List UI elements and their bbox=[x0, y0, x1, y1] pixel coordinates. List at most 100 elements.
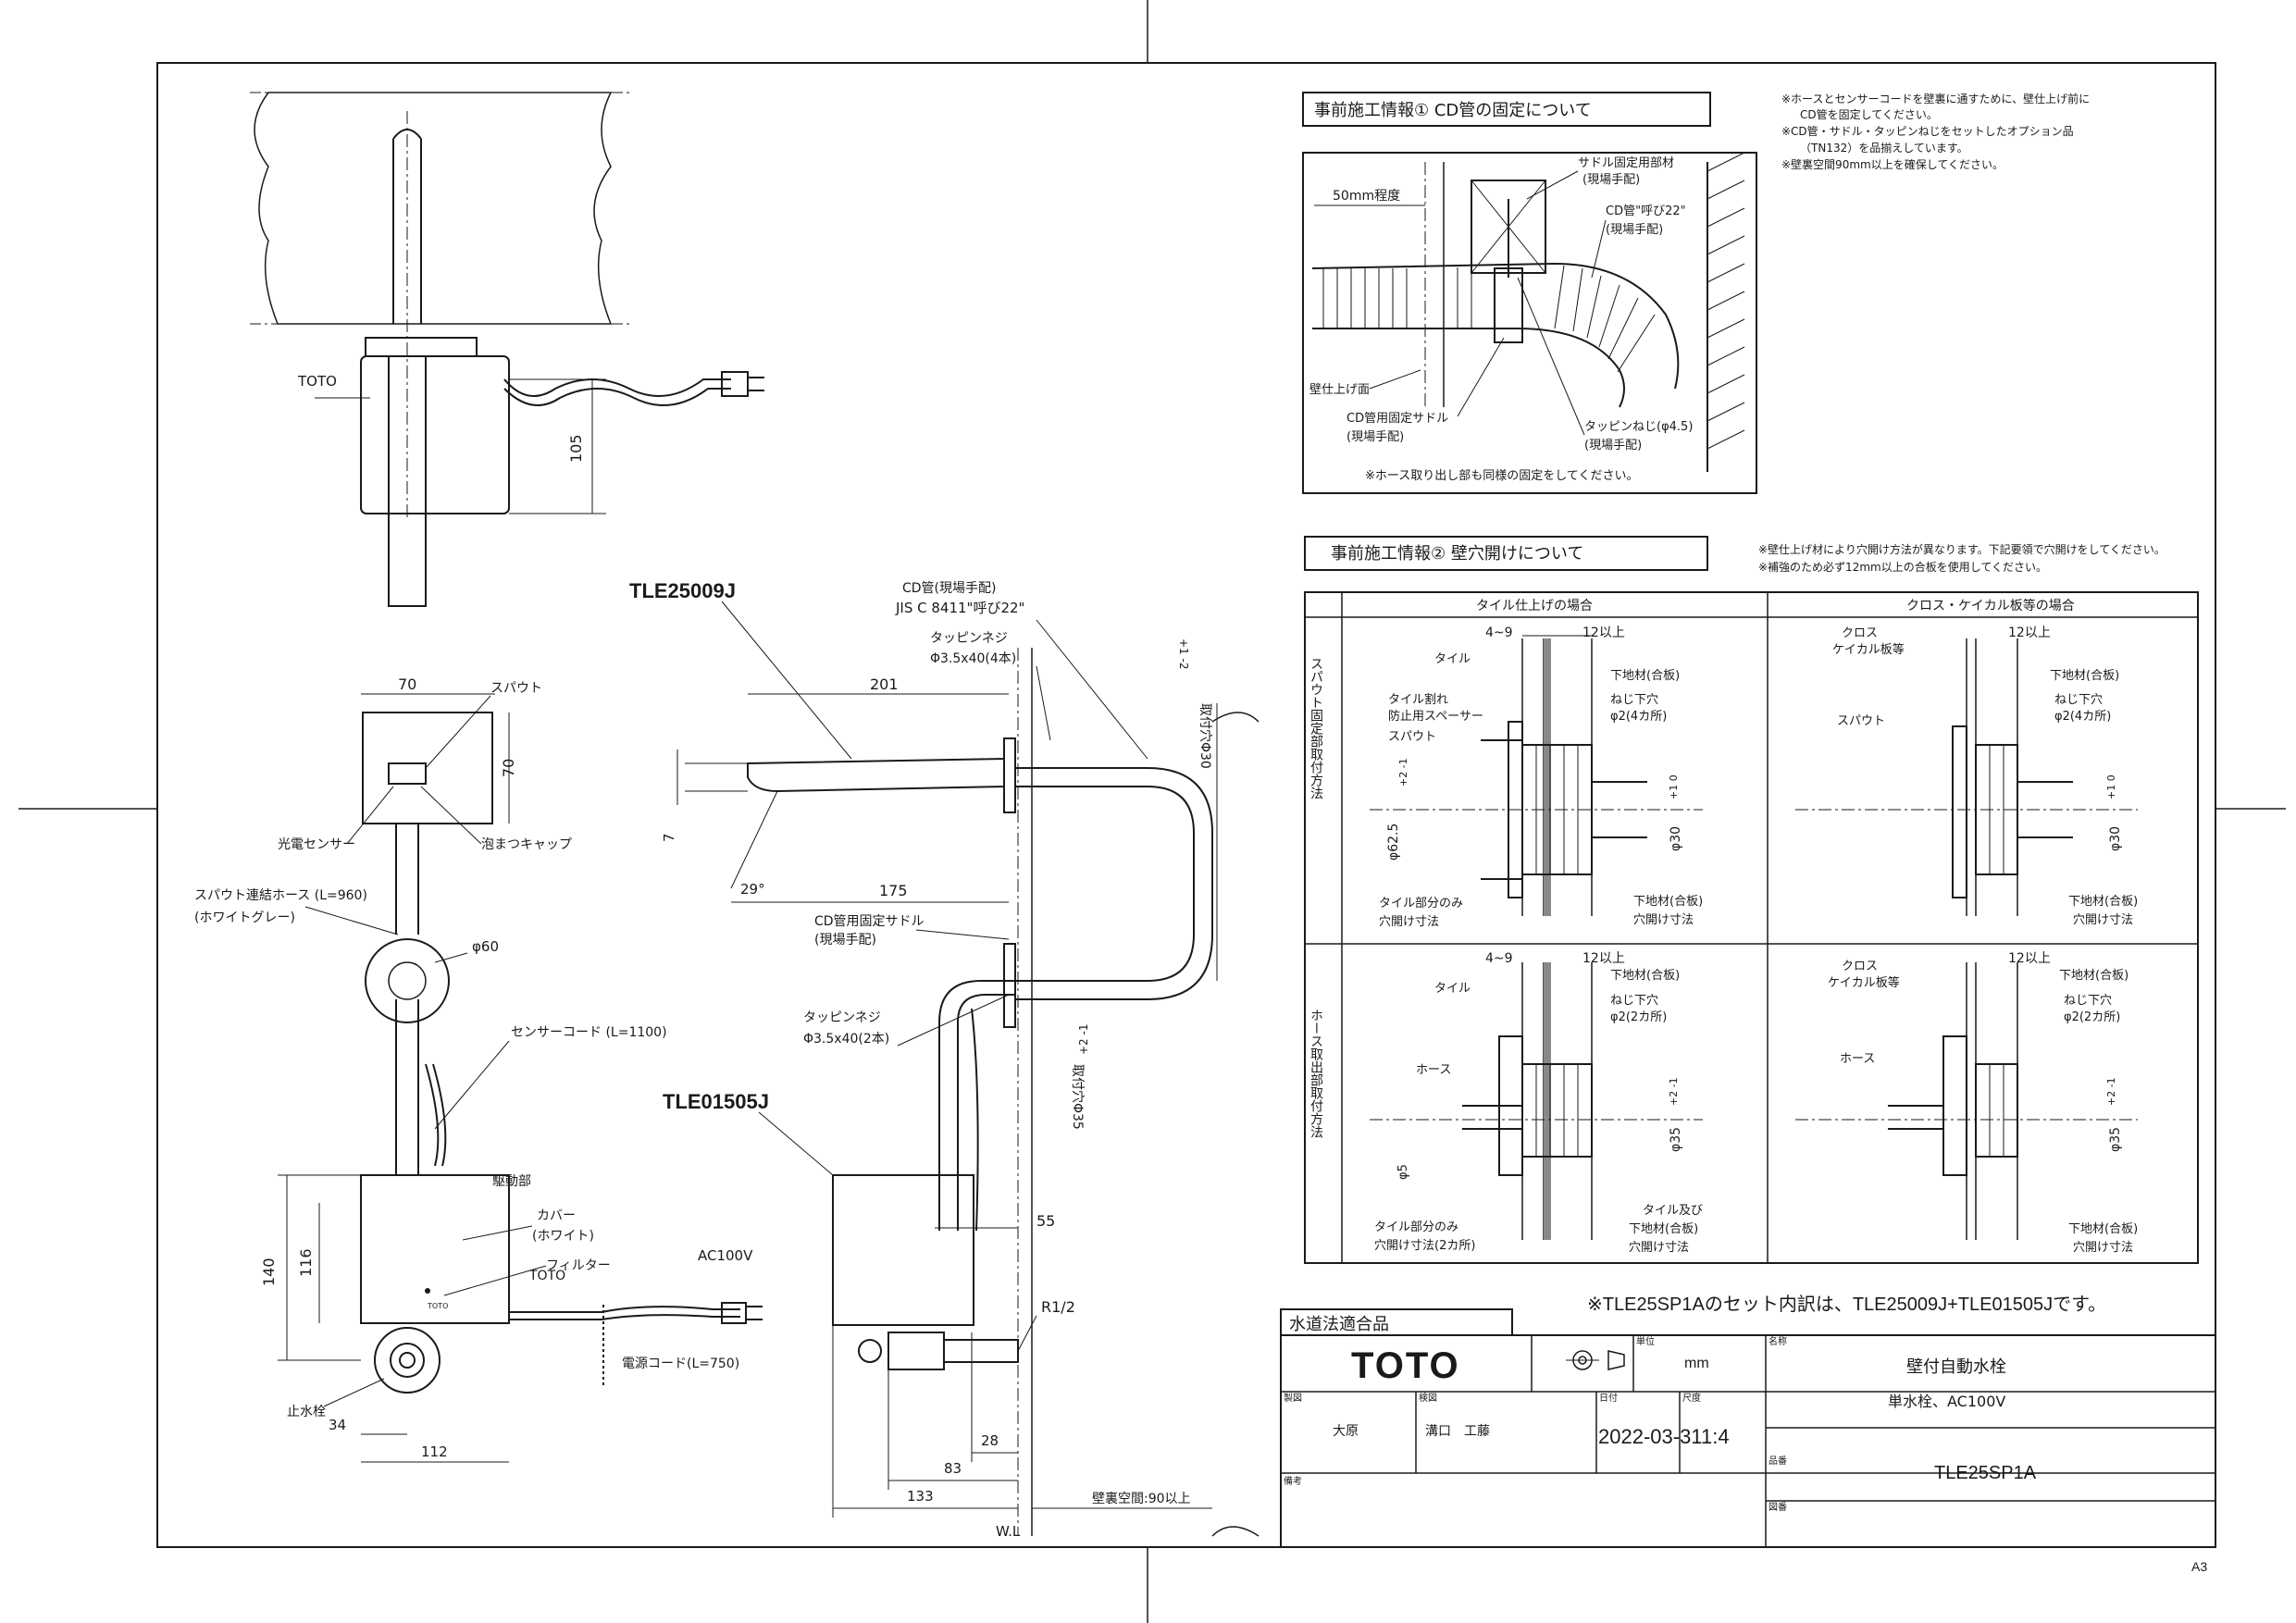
cell-cloth-spout: 12以上 クロス ケイカル板等 スパウト 下地材(合板) ねじ下穴 φ2(4カ所… bbox=[1795, 626, 2138, 927]
th-d2: 12以上 bbox=[1582, 951, 1625, 966]
cs-spout: スパウト bbox=[1837, 714, 1885, 728]
front-ac-label: AC100V bbox=[698, 1247, 753, 1264]
model-value: TLE25SP1A bbox=[1934, 1463, 2037, 1483]
info1-note-0: ※ホースとセンサーコードを壁裏に通すために、壁仕上げ前に bbox=[1781, 92, 2090, 105]
scale-value: 1:4 bbox=[1701, 1425, 1730, 1448]
side-d201: 201 bbox=[870, 675, 899, 693]
side-angle: 29° bbox=[740, 881, 765, 898]
th-hole2: 穴開け寸法(2カ所) bbox=[1374, 1239, 1475, 1253]
side-d7: 7 bbox=[661, 833, 677, 842]
date-label: 日付 bbox=[1599, 1392, 1618, 1404]
th-phi: φ35 bbox=[1669, 1127, 1683, 1152]
model-tle01505j: TLE01505J bbox=[663, 1090, 769, 1113]
approval-badge: 水道法適合品 bbox=[1289, 1315, 1389, 1334]
side-wl: W.L bbox=[996, 1523, 1021, 1540]
unit-label: 単位 bbox=[1636, 1335, 1655, 1347]
info1-note-3: （TN132）を品揃えしています。 bbox=[1800, 141, 1968, 155]
title-block: 水道法適合品 TOTO 単位 mm 名称 壁付自動水栓 単水栓、AC100V 製… bbox=[1280, 1308, 2216, 1548]
front-h140: 140 bbox=[260, 1258, 278, 1286]
ch-screw2: φ2(2カ所) bbox=[2064, 1010, 2120, 1024]
ts-spout: スパウト bbox=[1388, 730, 1436, 744]
drawn-label: 製図 bbox=[1284, 1392, 1302, 1404]
ts-tile: タイル bbox=[1434, 652, 1471, 666]
scale-label: 尺度 bbox=[1682, 1392, 1701, 1404]
info2-col-cloth: クロス・ケイカル板等の場合 bbox=[1906, 598, 2075, 613]
ch-cloth: クロス bbox=[1842, 960, 1878, 973]
top-view: TOTO 105 bbox=[250, 92, 764, 607]
cell-tile-hose: 4~9 12以上 タイル ホース 下地材(合板) ねじ下穴 φ2(2カ所) φ5… bbox=[1370, 951, 1703, 1255]
cs-cloth2: ケイカル板等 bbox=[1832, 642, 1905, 657]
front-h70: 70 bbox=[500, 759, 517, 777]
info1-saddle-parts: サドル固定用部材 bbox=[1578, 156, 1674, 170]
side-cd-saddle: CD管用固定サドル bbox=[814, 914, 925, 929]
info2-note-1: ※補強のため必ず12mm以上の合板を使用してください。 bbox=[1758, 560, 2047, 574]
drawn-value: 大原 bbox=[1333, 1424, 1359, 1439]
info1-note-4: ※壁裏空間90mm以上を確保してください。 bbox=[1781, 157, 2004, 171]
info2-note-0: ※壁仕上げ材により穴開け方法が異なります。下記要領で穴開けをしてください。 bbox=[1758, 542, 2166, 556]
front-drive-label: 駆動部 bbox=[492, 1174, 531, 1189]
ch-phi: φ35 bbox=[2108, 1127, 2123, 1152]
info2-col-tile: タイル仕上げの場合 bbox=[1476, 599, 1593, 613]
ch-hose: ホース bbox=[1840, 1052, 1875, 1066]
info1-saddle-parts-sub: (現場手配) bbox=[1582, 173, 1640, 187]
front-stop-valve-label: 止水栓 bbox=[287, 1405, 326, 1419]
th-dim: φ5 bbox=[1396, 1164, 1410, 1180]
side-cd-pipe: CD管(現場手配) bbox=[902, 581, 996, 596]
ts-dim-tol: +2 -1 bbox=[1397, 758, 1409, 787]
info1-cd-saddle: CD管用固定サドル bbox=[1347, 412, 1448, 426]
ts-sub2: 下地材(合板) bbox=[1633, 895, 1703, 909]
ch-d2: 12以上 bbox=[2008, 951, 2051, 966]
ts-sub2b: 穴開け寸法 bbox=[1633, 913, 1694, 927]
side-tap-a: タッピンネジ bbox=[930, 631, 1008, 646]
info1-cd-pipe-sub: (現場手配) bbox=[1606, 223, 1663, 237]
drawing-border bbox=[156, 62, 2216, 1548]
th-sub: 下地材(合板) bbox=[1610, 969, 1680, 983]
projection-symbol bbox=[1566, 1350, 1625, 1370]
remarks-label: 備考 bbox=[1284, 1475, 1302, 1487]
side-tap-b-size: Φ3.5x40(2本) bbox=[803, 1032, 889, 1047]
ts-d1: 4~9 bbox=[1485, 626, 1513, 640]
info1-panel: 事前施工情報① CD管の固定について ※ホースとセンサーコードを壁裏に通すために… bbox=[1302, 92, 2090, 494]
info1-wall-finish: 壁仕上げ面 bbox=[1309, 383, 1370, 397]
cs-screw2: φ2(4カ所) bbox=[2054, 710, 2111, 724]
product-spec: 単水栓、AC100V bbox=[1888, 1393, 2005, 1410]
th-hose: ホース bbox=[1416, 1063, 1451, 1077]
front-w70: 70 bbox=[398, 675, 416, 693]
cs-d2: 12以上 bbox=[2008, 626, 2051, 640]
ch-sub2b: 穴開け寸法 bbox=[2073, 1241, 2133, 1255]
ch-tol: +2 -1 bbox=[2105, 1077, 2117, 1106]
th-screw: ねじ下穴 bbox=[1610, 994, 1658, 1008]
side-d83: 83 bbox=[944, 1460, 962, 1477]
side-d133: 133 bbox=[907, 1488, 934, 1505]
side-r12: R1/2 bbox=[1041, 1298, 1075, 1316]
th-sub2: タイル及び bbox=[1643, 1204, 1703, 1218]
ch-sub2: 下地材(合板) bbox=[2068, 1222, 2138, 1236]
info1-note-1: CD管を固定してください。 bbox=[1800, 107, 1938, 121]
ts-hole: タイル部分のみ bbox=[1379, 897, 1463, 911]
front-hose-color: (ホワイトグレー) bbox=[194, 911, 295, 925]
ts-spacer: タイル割れ bbox=[1388, 692, 1448, 707]
date-value: 2022-03-31 bbox=[1598, 1425, 1703, 1448]
side-hole-b-tol: +2 -1 bbox=[1077, 1024, 1090, 1055]
info1-dist: 50mm程度 bbox=[1333, 189, 1400, 204]
side-hole-a-tol: +1 -2 bbox=[1177, 638, 1190, 669]
side-cd-pipe-std: JIS C 8411"呼び22" bbox=[895, 600, 1024, 616]
front-foam-cap-label: 泡まつキャップ bbox=[481, 837, 572, 852]
ts-d2: 12以上 bbox=[1582, 626, 1625, 640]
brand-logo: TOTO bbox=[1351, 1345, 1460, 1386]
th-tile: タイル bbox=[1434, 982, 1471, 996]
side-tap-a-size: Φ3.5x40(4本) bbox=[930, 651, 1016, 666]
trim-marks bbox=[19, 0, 2286, 1623]
checked-value: 溝口 工藤 bbox=[1425, 1424, 1490, 1439]
name-label: 名称 bbox=[1769, 1335, 1787, 1347]
ts-sub: 下地材(合板) bbox=[1610, 669, 1680, 683]
unit-value: mm bbox=[1684, 1356, 1709, 1371]
front-w112: 112 bbox=[421, 1443, 448, 1460]
side-cd-saddle-sub: (現場手配) bbox=[814, 933, 876, 948]
cs-phi: φ30 bbox=[2108, 826, 2123, 851]
info2-title: 事前施工情報② 壁穴開けについて bbox=[1331, 544, 1583, 564]
front-phi60: φ60 bbox=[472, 938, 499, 955]
info1-tapping: タッピンねじ(φ4.5) bbox=[1584, 420, 1693, 434]
front-hose-label: スパウト連結ホース (L=960) bbox=[194, 888, 367, 903]
